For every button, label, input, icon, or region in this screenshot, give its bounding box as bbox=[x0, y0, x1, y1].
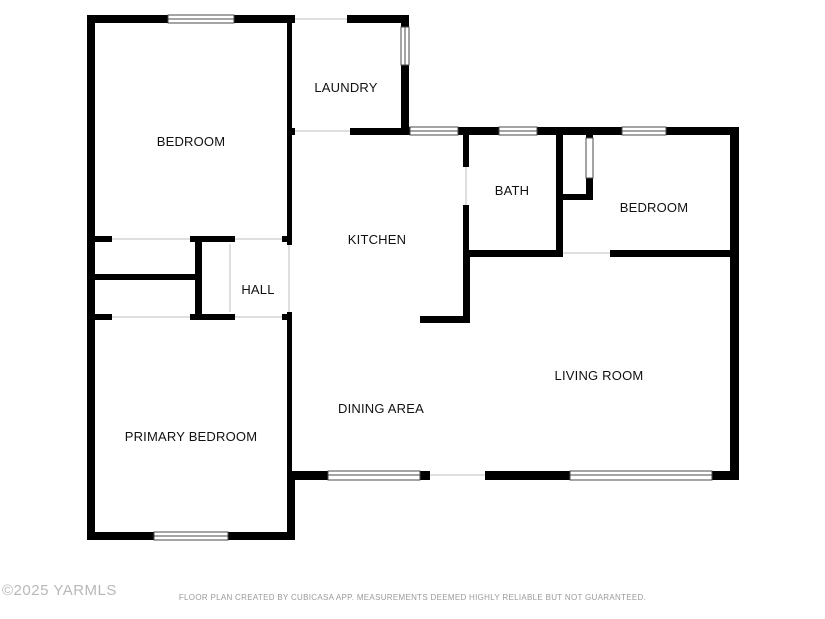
wall-laundry-right bbox=[401, 15, 409, 135]
wall-bedroom-right-bottom bbox=[610, 250, 739, 257]
window-bath-closet bbox=[585, 137, 594, 179]
label-kitchen: KITCHEN bbox=[348, 232, 406, 247]
wall-kitchen-vertical bbox=[463, 250, 470, 323]
label-living-room: LIVING ROOM bbox=[555, 368, 644, 383]
window-laundry bbox=[400, 26, 410, 66]
label-bedroom-right: BEDROOM bbox=[620, 200, 689, 215]
window-bath bbox=[498, 126, 538, 136]
wall-bedroom-bottom-right bbox=[190, 236, 235, 242]
wall-primary-top-right bbox=[190, 314, 235, 320]
label-bedroom-left: BEDROOM bbox=[157, 134, 226, 149]
copyright-watermark: ©2025 YARMLS bbox=[2, 582, 117, 599]
window-living bbox=[569, 470, 713, 481]
wall-bath-left-lower bbox=[463, 205, 469, 257]
window-dining bbox=[327, 470, 421, 481]
window-bedroom-left bbox=[167, 14, 235, 24]
wall-bedroom-bottom-stub bbox=[282, 236, 292, 242]
wall-primary-top-stub bbox=[282, 314, 292, 320]
wall-laundry-top bbox=[287, 15, 409, 23]
label-primary-bedroom: PRIMARY BEDROOM bbox=[125, 429, 258, 444]
wall-laundry-bottom bbox=[350, 128, 409, 135]
windows bbox=[153, 14, 713, 541]
wall-closet-bottom bbox=[556, 194, 593, 200]
openings bbox=[112, 14, 610, 481]
wall-hall-closet bbox=[195, 236, 202, 320]
wall-primary-top-left bbox=[87, 314, 112, 320]
wall-closet-divider bbox=[87, 274, 202, 280]
label-dining-area: DINING AREA bbox=[338, 401, 424, 416]
wall-right-exterior bbox=[730, 127, 739, 479]
wall-top-right bbox=[401, 127, 739, 135]
wall-bottom-exterior bbox=[287, 471, 739, 480]
wall-bath-right bbox=[556, 127, 563, 257]
walls bbox=[87, 15, 739, 540]
disclaimer-text: FLOOR PLAN CREATED BY CUBICASA APP. MEAS… bbox=[178, 593, 647, 602]
wall-bath-bottom bbox=[463, 250, 563, 257]
wall-primary-dining bbox=[287, 312, 292, 480]
label-laundry: LAUNDRY bbox=[314, 80, 377, 95]
room-labels: BEDROOM LAUNDRY KITCHEN BATH BEDROOM HAL… bbox=[125, 80, 689, 444]
window-primary-bedroom bbox=[153, 531, 229, 541]
wall-kitchen-peninsula bbox=[420, 316, 470, 323]
wall-primary-right bbox=[287, 472, 295, 540]
wall-laundry-bottom-stub bbox=[287, 128, 295, 135]
label-bath: BATH bbox=[495, 183, 530, 198]
wall-bath-left bbox=[463, 127, 469, 167]
window-kitchen bbox=[409, 126, 459, 136]
window-bedroom-right bbox=[621, 126, 667, 136]
wall-bedroom-bottom-left bbox=[87, 236, 112, 242]
label-hall: HALL bbox=[241, 282, 274, 297]
